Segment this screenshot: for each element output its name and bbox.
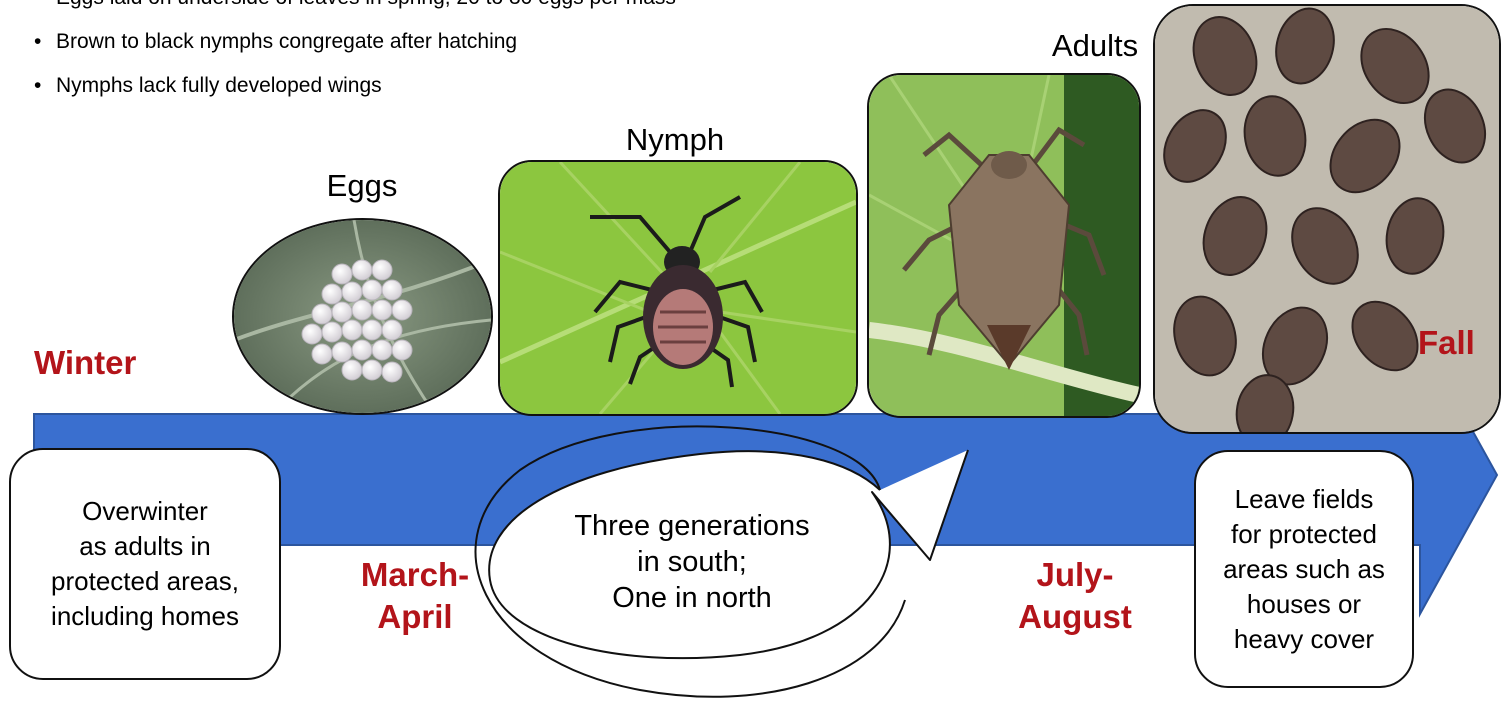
box-line: for protected bbox=[1223, 517, 1385, 552]
box-line: heavy cover bbox=[1223, 622, 1385, 657]
cycle-line: One in north bbox=[552, 580, 832, 616]
box-line: as adults in bbox=[51, 529, 239, 564]
box-line: Overwinter bbox=[51, 494, 239, 529]
box-line: areas such as bbox=[1223, 552, 1385, 587]
leave-fields-box: Leave fields for protected areas such as… bbox=[1194, 450, 1414, 688]
box-line: Leave fields bbox=[1223, 482, 1385, 517]
cycle-line: Three generations bbox=[552, 508, 832, 544]
box-line: protected areas, bbox=[51, 564, 239, 599]
cycle-line: in south; bbox=[552, 544, 832, 580]
box-line: including homes bbox=[51, 599, 239, 634]
overwinter-box: Overwinter as adults in protected areas,… bbox=[9, 448, 281, 680]
box-line: houses or bbox=[1223, 587, 1385, 622]
cycle-text: Three generations in south; One in north bbox=[552, 508, 832, 616]
